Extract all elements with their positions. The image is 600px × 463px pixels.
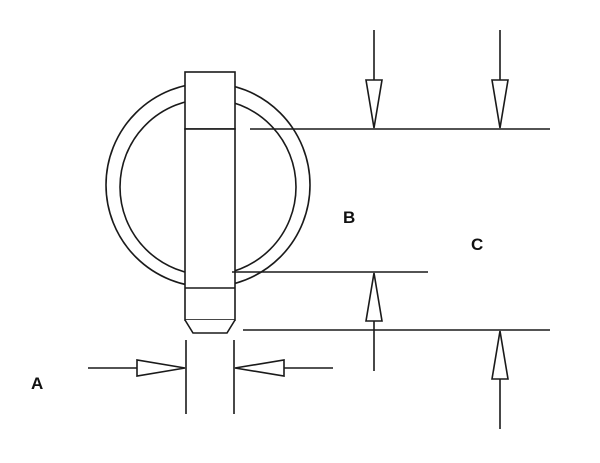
dim-b-top-arrowhead [365, 79, 383, 129]
dim-a-right-arrowhead [234, 359, 285, 377]
dimension-label-b: B [343, 208, 356, 227]
dim-a-left-arrowhead [136, 359, 186, 377]
dimension-a-arrows [88, 340, 333, 414]
dimension-c-arrows [491, 30, 509, 429]
pin-shaft [184, 71, 236, 334]
dimension-label-c: C [471, 235, 484, 254]
dim-b-bottom-arrowhead [365, 272, 383, 322]
dimension-label-a: A [31, 374, 44, 393]
pin-head-block [184, 71, 236, 130]
pin-body [184, 128, 236, 321]
dim-c-top-arrowhead [491, 79, 509, 129]
dim-c-bottom-arrowhead [491, 330, 509, 380]
dimension-b-arrows [365, 30, 383, 371]
pin-chamfered-tip [184, 319, 236, 334]
